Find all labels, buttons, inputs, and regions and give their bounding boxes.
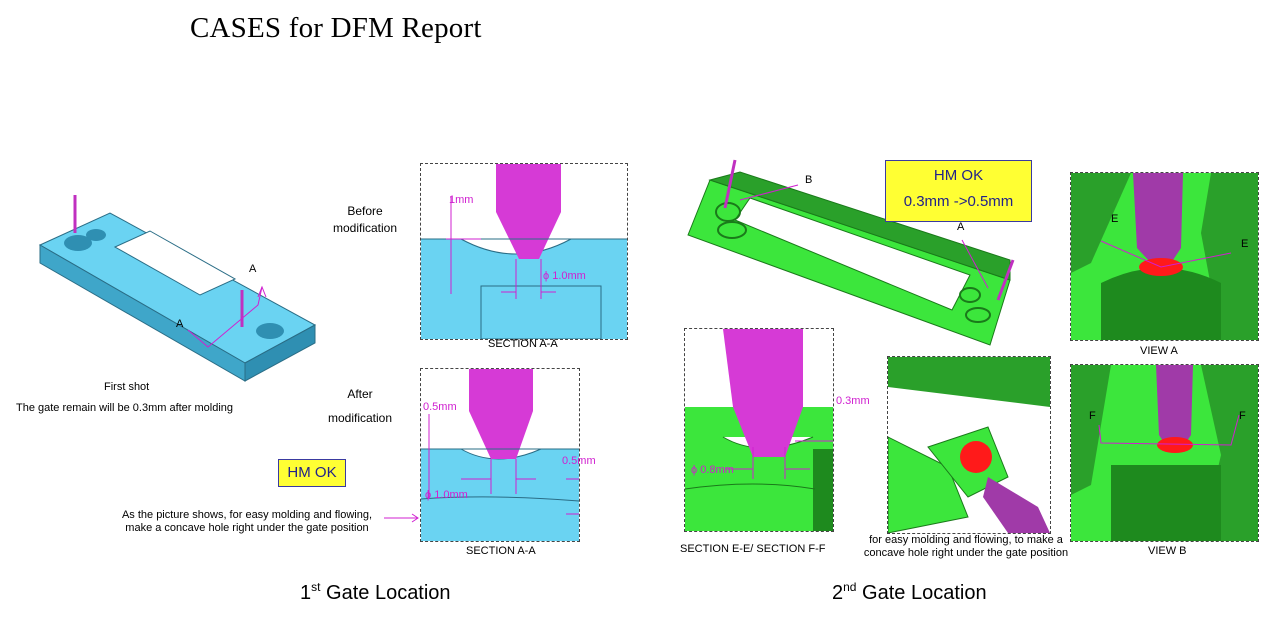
hm-ok-badge-right: HM OK 0.3mm ->0.5mm <box>885 160 1032 222</box>
label-e-1: E <box>1111 213 1119 225</box>
note-arrow-left <box>384 513 419 523</box>
note-left: As the picture shows, for easy molding a… <box>112 509 382 535</box>
part-label-a-bottom: A <box>176 318 184 330</box>
label-f-1: F <box>1089 410 1096 422</box>
gate-location-2-num: 2 <box>832 582 844 604</box>
part-label-a-top: A <box>249 263 257 275</box>
section-ef-label: SECTION E-E/ SECTION F-F <box>680 543 826 555</box>
dim-phi-1mm-top: ϕ 1.0mm <box>543 270 586 282</box>
gate-location-2-sup: nd <box>843 580 857 594</box>
label-a: A <box>957 221 965 233</box>
section-before-frame: 1mm ϕ 1.0mm <box>420 163 628 340</box>
view-b-frame: F F <box>1070 364 1259 542</box>
after-line-1: After <box>347 387 373 401</box>
page-title: CASES for DFM Report <box>190 12 482 44</box>
gate-location-2: 2nd Gate Location <box>832 580 987 605</box>
dim-phi-1mm-bottom: ϕ 1.0mm <box>425 489 468 501</box>
note-right: for easy molding and flowing, to make a … <box>852 534 1080 560</box>
gate-location-1-text: Gate Location <box>320 582 451 604</box>
part-3d-view-blue <box>38 195 317 382</box>
label-f-2: F <box>1239 410 1246 422</box>
after-label: After modification <box>320 387 400 425</box>
before-line-1: Before <box>347 204 383 218</box>
gate-location-1-sup: st <box>311 580 321 594</box>
before-label: Before modification <box>325 204 405 235</box>
gate-location-1-num: 1 <box>300 582 312 604</box>
note-right-line-2: concave hole right under the gate positi… <box>863 547 1069 559</box>
label-e-2: E <box>1241 238 1249 250</box>
view-b-label: VIEW B <box>1148 545 1187 557</box>
part-3d-view-green <box>687 159 1015 346</box>
dim-phi-08mm: ϕ 0.8mm <box>691 464 734 476</box>
note-right-line-1: for easy molding and flowing, to make a <box>869 534 1063 546</box>
dim-05mm-top: 0.5mm <box>423 401 457 413</box>
note-left-line-1: As the picture shows, for easy molding a… <box>121 509 373 521</box>
first-shot-label: First shot <box>104 381 150 393</box>
section-after-frame: 0.5mm ϕ 1.0mm <box>420 368 580 542</box>
hm-ok-right-line-2: 0.3mm ->0.5mm <box>903 193 1014 210</box>
dim-1mm: 1mm <box>449 194 474 206</box>
dim-03mm: 0.3mm <box>836 395 870 407</box>
note-left-line-2: make a concave hole right under the gate… <box>125 522 369 534</box>
gate-location-1: 1st Gate Location <box>300 580 451 605</box>
gate-remain-text: The gate remain will be 0.3mm after mold… <box>16 402 234 414</box>
label-b: B <box>805 174 813 186</box>
dim-05mm-right: 0.5mm <box>562 455 596 467</box>
after-line-2: modification <box>327 411 393 425</box>
gate-detail-frame <box>887 356 1051 534</box>
view-a-label: VIEW A <box>1140 345 1178 357</box>
hm-ok-badge-left: HM OK <box>278 459 346 487</box>
section-ef-frame: ϕ 0.8mm <box>684 328 834 532</box>
gate-location-2-text: Gate Location <box>856 582 987 604</box>
hm-ok-right-line-1: HM OK <box>933 167 984 184</box>
section-label-top: SECTION A-A <box>488 338 558 350</box>
before-line-2: modification <box>332 221 398 235</box>
view-a-frame: E E <box>1070 172 1259 341</box>
section-label-bottom: SECTION A-A <box>466 545 536 557</box>
